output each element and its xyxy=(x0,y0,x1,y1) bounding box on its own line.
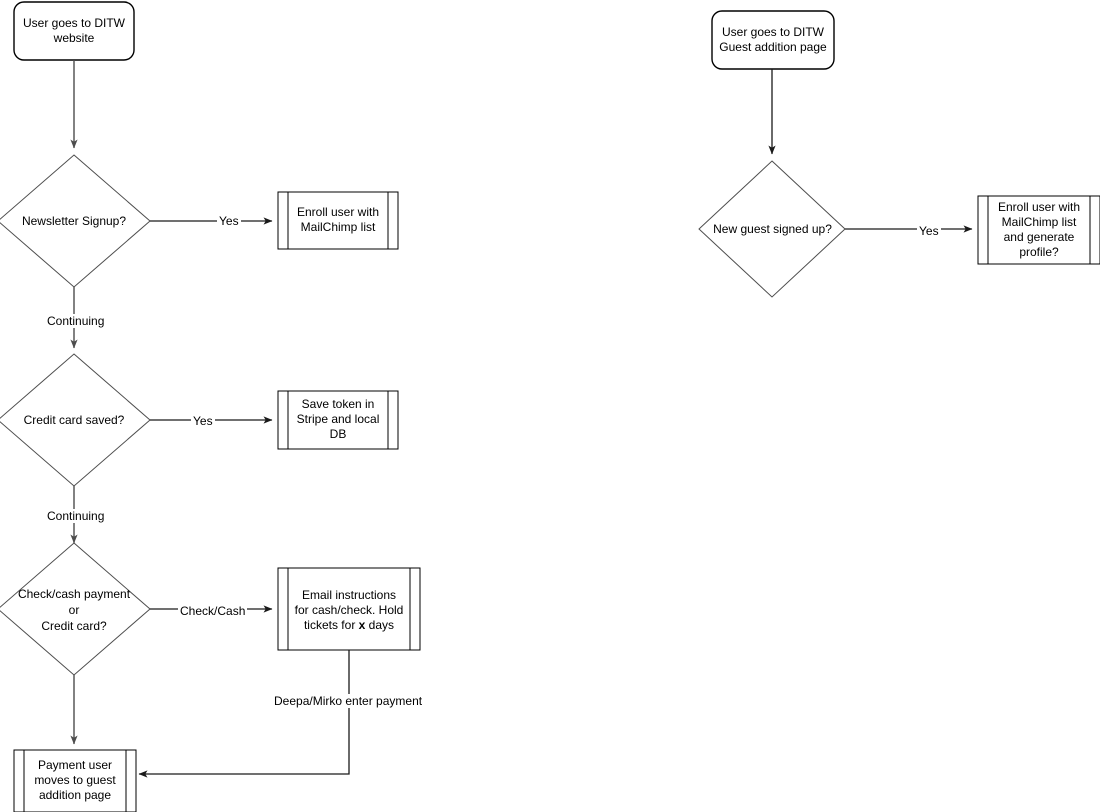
node-credit-card-decision-shape xyxy=(0,353,151,487)
node-payment-user-moves-shape xyxy=(13,749,137,812)
edge-email-to-payment-user xyxy=(138,650,350,778)
node-email-instructions-shape xyxy=(277,567,421,651)
node-start-guest-page-shape xyxy=(711,10,835,70)
edge-label-email-to-payment-user: Deepa/Mirko enter payment xyxy=(272,694,425,708)
node-enroll-mailchimp-shape xyxy=(277,191,399,250)
node-start-website-shape xyxy=(13,1,135,61)
edge-label-newsletter-continuing: Continuing xyxy=(45,314,107,328)
edge-label-newsletter-yes: Yes xyxy=(217,214,241,228)
node-enroll-generate-profile-shape xyxy=(977,195,1100,265)
edge-label-payment-checkcash: Check/Cash xyxy=(178,604,248,618)
edge-label-creditcard-yes: Yes xyxy=(191,414,215,428)
edge-label-newguest-yes: Yes xyxy=(917,224,941,238)
node-save-token-shape xyxy=(277,390,399,450)
node-payment-type-decision-shape xyxy=(0,542,151,676)
node-new-guest-decision-shape xyxy=(698,160,846,298)
node-newsletter-decision-shape xyxy=(0,154,151,288)
edge-label-creditcard-continuing: Continuing xyxy=(45,509,107,523)
